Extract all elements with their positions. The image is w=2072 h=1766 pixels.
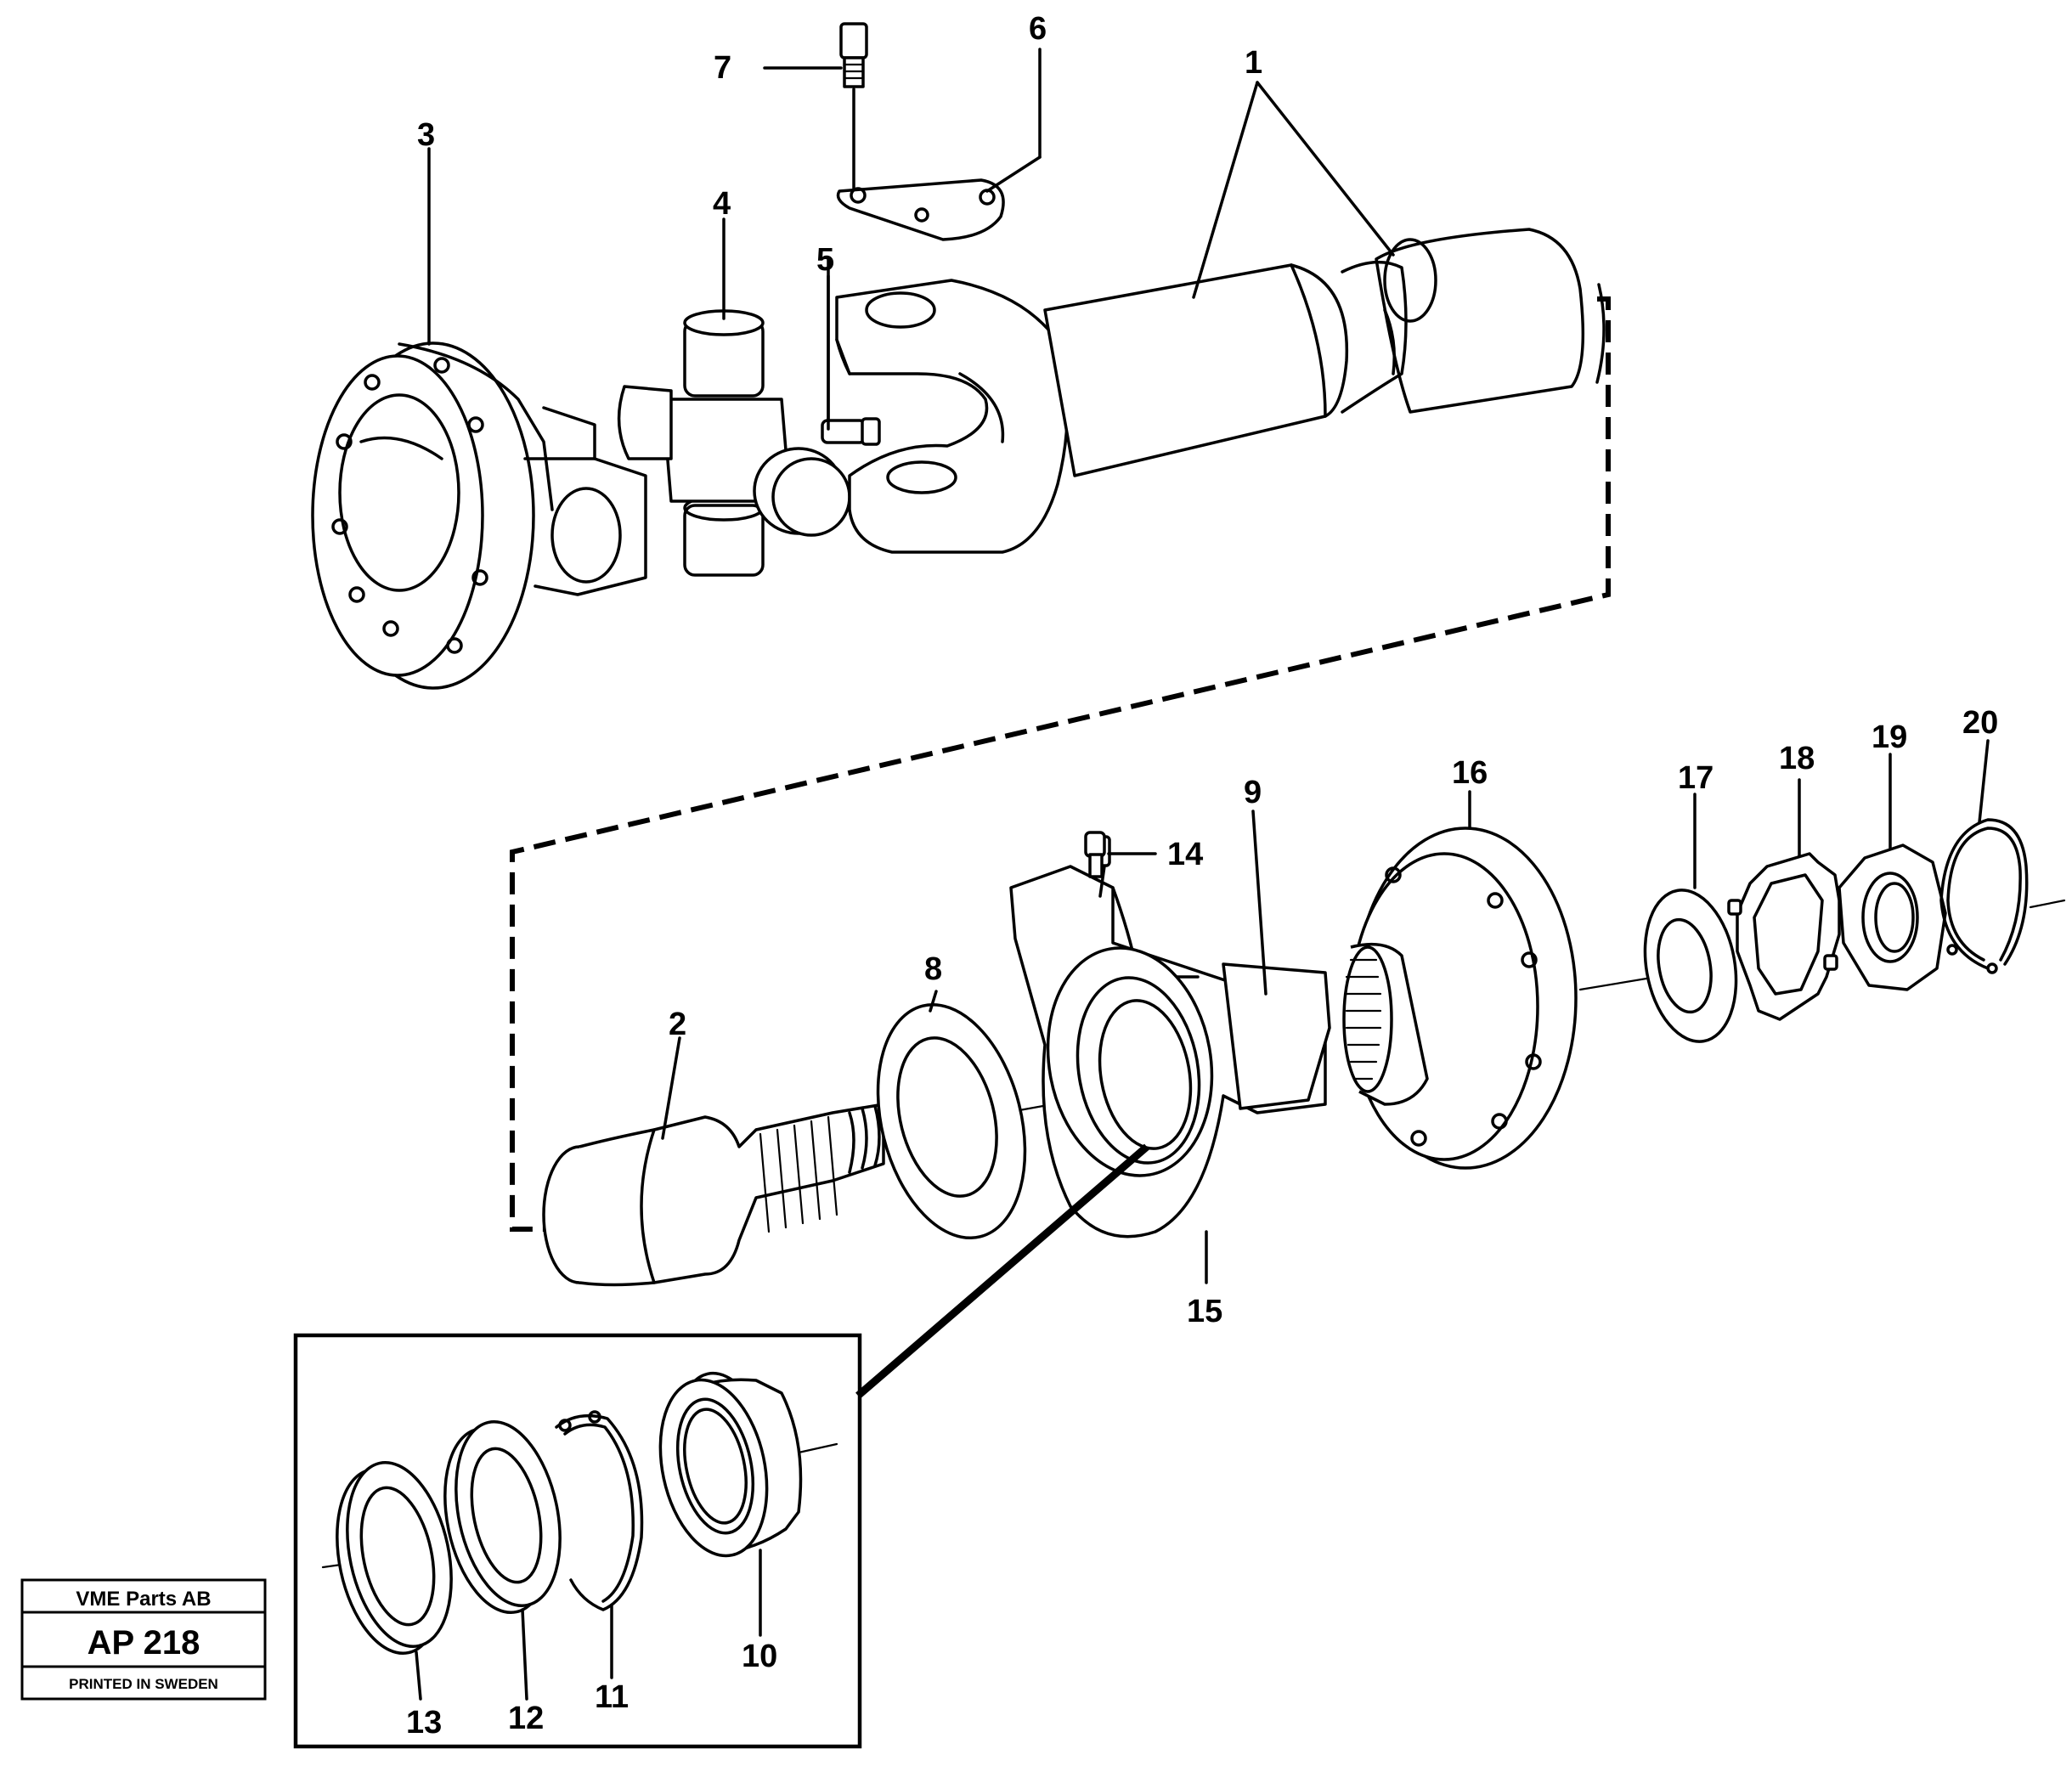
detail-inset <box>293 1333 862 1749</box>
part-16-companion-flange <box>1342 827 1578 1170</box>
part-12-seal-ring <box>443 1419 562 1615</box>
part-10-ball-bearing <box>658 1371 803 1558</box>
callout-13: 13 <box>406 1705 442 1741</box>
part-6-lock-plate <box>836 178 1005 241</box>
part-11-circlip <box>555 1410 644 1611</box>
callout-17: 17 <box>1678 760 1713 796</box>
callout-16: 16 <box>1452 755 1488 791</box>
part-17-washer <box>1643 889 1738 1043</box>
callout-11: 11 <box>595 1679 629 1715</box>
part-3-flange-yoke <box>311 341 647 690</box>
callout-19: 19 <box>1872 719 1907 755</box>
title-block-company: VME Parts AB <box>76 1588 211 1611</box>
callout-5: 5 <box>816 242 834 278</box>
part-18-lock-washer <box>1727 852 1841 1021</box>
part-19-nut <box>1838 844 1947 991</box>
callout-labels: 1 2 3 4 5 6 7 8 9 10 11 12 13 14 15 16 1… <box>406 11 1998 1741</box>
title-block-printed: PRINTED IN SWEDEN <box>69 1676 218 1692</box>
callout-20: 20 <box>1962 705 1998 741</box>
callout-10: 10 <box>742 1639 777 1674</box>
part-14-grease-nipple <box>1084 831 1106 878</box>
callout-8: 8 <box>924 951 942 987</box>
part-21-circlip <box>1939 818 2029 974</box>
callout-3: 3 <box>417 117 435 153</box>
leader-lines <box>415 48 1990 1701</box>
callout-15: 15 <box>1187 1294 1222 1329</box>
callout-7: 7 <box>714 50 731 86</box>
title-block: VME Parts AB AP 218 PRINTED IN SWEDEN <box>20 1578 267 1701</box>
part-1-yoke-tube <box>835 228 1606 554</box>
detail-link-line <box>855 1143 1149 1399</box>
assembly-connector-dashed <box>510 296 1611 1232</box>
callout-2: 2 <box>669 1007 686 1042</box>
callout-14: 14 <box>1167 837 1203 872</box>
callout-12: 12 <box>508 1701 544 1736</box>
title-block-drawing-number: AP 218 <box>88 1624 200 1662</box>
callout-4: 4 <box>713 186 731 222</box>
callout-18: 18 <box>1779 741 1815 776</box>
part-2-stub-shaft <box>542 1103 885 1287</box>
part-13-seal <box>336 1460 453 1656</box>
part-4-spider <box>617 309 851 577</box>
callout-1: 1 <box>1245 45 1262 81</box>
part-7-bolt <box>839 22 868 193</box>
callout-6: 6 <box>1029 11 1047 47</box>
part-8-washer <box>876 1002 1027 1240</box>
part-9-15-bearing-support <box>1009 835 1331 1238</box>
callout-9: 9 <box>1244 775 1262 810</box>
